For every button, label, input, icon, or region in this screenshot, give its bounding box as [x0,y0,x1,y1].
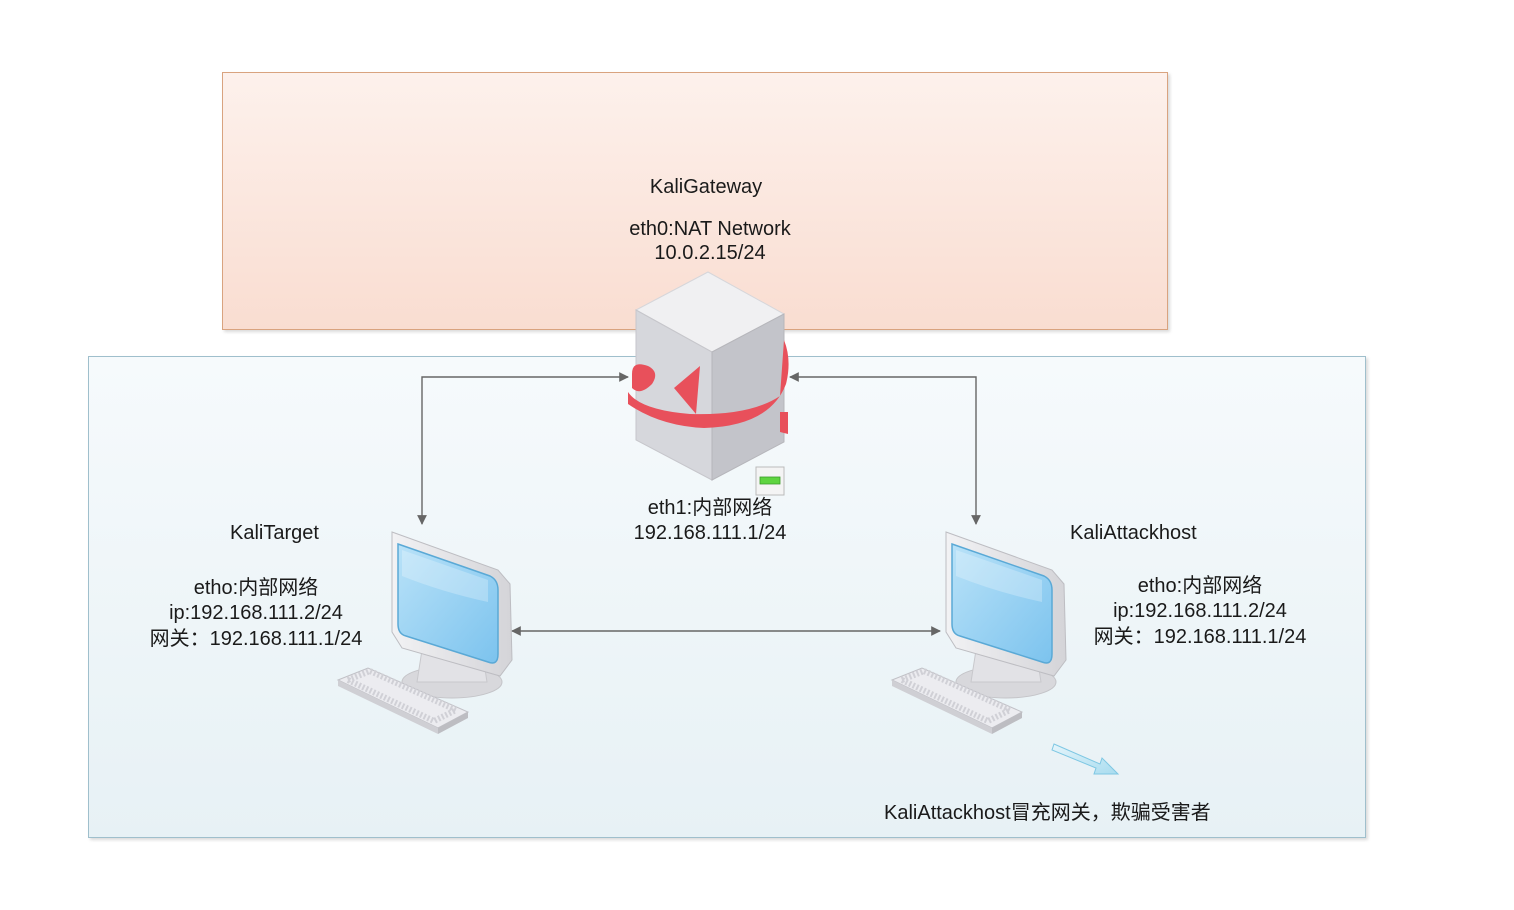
gateway-server [628,271,789,496]
spoof-note: KaliAttackhost冒充网关，欺骗受害者 [884,802,1211,824]
server-icon [634,271,786,481]
status-led-icon [755,466,785,496]
attacker-ip: ip:192.168.111.2/24 [1113,600,1287,622]
sync-arrow-icon [628,340,789,434]
attacker-computer [892,532,1066,734]
target-iface: etho:内部网络 [193,577,319,599]
attacker-iface: etho:内部网络 [1137,575,1263,597]
attacker-gateway: 网关：192.168.111.1/24 [1093,626,1307,648]
target-name: KaliTarget [230,522,319,544]
gateway-eth1-label: eth1:内部网络 [647,497,773,519]
computer-icon [892,532,1066,734]
gateway-eth0-label: eth0:NAT Network [629,218,791,240]
target-ip: ip:192.168.111.2/24 [169,602,343,624]
gateway-eth0-ip: 10.0.2.15/24 [654,242,766,264]
connector-gateway-attacker [789,372,981,525]
target-gateway: 网关：192.168.111.1/24 [149,628,363,650]
connector-gateway-target [417,372,629,525]
attacker-name: KaliAttackhost [1070,522,1197,544]
spoof-arrow-icon [1051,743,1120,775]
gateway-eth1-ip: 192.168.111.1/24 [633,522,787,544]
gateway-name: KaliGateway [649,176,763,198]
